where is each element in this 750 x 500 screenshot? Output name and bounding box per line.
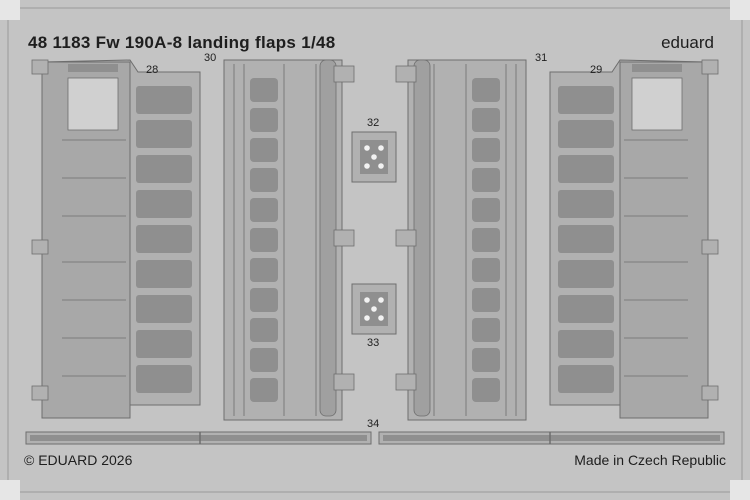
part-number-29: 29 (590, 64, 603, 76)
part-28-left-flap (31, 59, 201, 419)
part-number-32: 32 (367, 117, 380, 129)
part-31-rib-strip (395, 59, 527, 421)
part-30-rib-strip (223, 59, 355, 421)
copyright-text: © EDUARD 2026 (24, 452, 133, 468)
fret-title: 48 1183 Fw 190A-8 landing flaps 1/48 (28, 33, 336, 52)
corner-cutout (0, 480, 20, 500)
corner-cutout (730, 480, 750, 500)
origin-text: Made in Czech Republic (574, 452, 726, 468)
part-32-plate (351, 131, 397, 183)
part-29-right-flap (549, 59, 719, 419)
corner-cutout (730, 0, 750, 20)
part-number-30: 30 (204, 52, 217, 64)
brand-logo-text: eduard (661, 33, 714, 52)
part-33-plate (351, 283, 397, 335)
part-number-28: 28 (146, 64, 159, 76)
corner-cutout (0, 0, 20, 20)
part-number-31: 31 (535, 52, 548, 64)
part-34-hinge-strips (25, 431, 725, 445)
part-number-34: 34 (367, 418, 380, 430)
part-number-33: 33 (367, 337, 380, 349)
fret-border (7, 7, 743, 493)
